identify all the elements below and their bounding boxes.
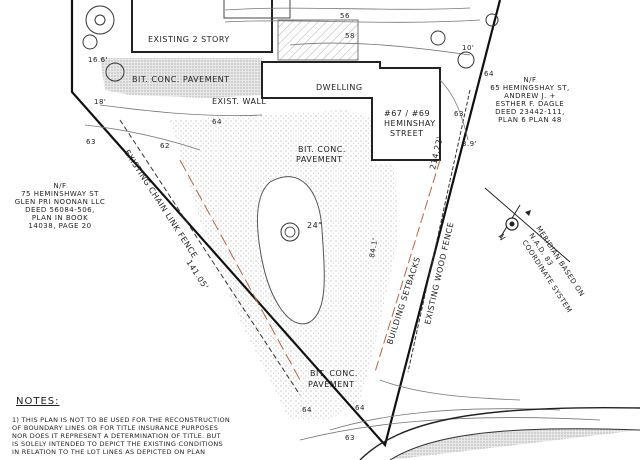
notes-line: IS SOLELY INTENDED TO DEPICT THE EXISTIN… xyxy=(12,440,223,448)
label-pavement-mid-1: BIT. CONC. xyxy=(298,145,346,154)
planting-island xyxy=(256,176,325,325)
abutter-east-line: 65 HEMINGSHAY ST, xyxy=(490,84,569,92)
contour-label: 64 xyxy=(484,70,494,78)
meridian-note: MERIDIAN BASED ON N.A.D. 83 COORDINATE S… xyxy=(520,225,586,315)
abutter-west-line: DEED 56084-506, xyxy=(25,206,95,214)
building-setback-line xyxy=(374,159,441,373)
label-east-offset: 3.9' xyxy=(462,140,477,148)
contour-label: 63 xyxy=(454,110,464,118)
label-address-3: STREET xyxy=(390,129,424,138)
label-offset-16-6: 16.6' xyxy=(88,56,108,64)
contour-label: 64 xyxy=(302,406,312,414)
label-pavement-bottom-2: PAVEMENT xyxy=(308,380,355,389)
abutter-west-block: N/F 75 HEMINSHWAY ST GLEN PRI NOONAN LLC… xyxy=(15,182,106,230)
contour-label: 64 xyxy=(355,404,365,412)
label-pavement-top: BIT. CONC. PAVEMENT xyxy=(132,75,230,84)
abutter-west-line: PLAN IN BOOK xyxy=(32,214,88,222)
contour-label: 62 xyxy=(160,142,170,150)
label-dwelling: DWELLING xyxy=(316,83,363,92)
abutter-east-line: ANDREW J. + xyxy=(504,92,556,100)
label-exist-wall: EXIST. WALL xyxy=(212,97,266,106)
abutter-west-line: GLEN PRI NOONAN LLC xyxy=(15,198,106,206)
label-offset-10: 10' xyxy=(462,44,474,52)
notes-line: IN RELATION TO THE LOT LINES AS DEPICTED… xyxy=(12,448,206,456)
contour-label: 56 xyxy=(340,12,350,20)
existing-building xyxy=(131,0,273,53)
contour-label: 58 xyxy=(345,32,355,40)
tree-24-icon xyxy=(280,222,300,242)
label-chain-link-length: 141.05' xyxy=(184,258,210,291)
label-pavement-mid-2: PAVEMENT xyxy=(296,155,343,164)
notes-line: NOR DOES IT REPRESENT A DETERMINATION OF… xyxy=(12,432,221,440)
tree-icons xyxy=(82,5,499,82)
notes-body: 1) THIS PLAN IS NOT TO BE USED FOR THE R… xyxy=(12,416,262,456)
notes-title: NOTES: xyxy=(16,396,60,407)
label-east-length: 214.22' xyxy=(428,136,444,171)
contour-label: 63 xyxy=(86,138,96,146)
label-pavement-bottom-1: BIT. CONC. xyxy=(310,369,358,378)
abutter-east-block: N/F 65 HEMINGSHAY ST, ANDREW J. + ESTHER… xyxy=(490,76,569,124)
chain-link-fence xyxy=(119,119,301,396)
label-tree-24: 24" xyxy=(307,221,322,230)
street-curve xyxy=(359,406,640,460)
abutter-west-line: N/F xyxy=(53,182,66,190)
meridian-marker xyxy=(484,187,571,263)
notes-line: OF BOUNDARY LINES OR FOR TITLE INSURANCE… xyxy=(12,424,219,432)
top-pavement xyxy=(100,58,262,98)
label-existing-2-story: EXISTING 2 STORY xyxy=(148,35,230,44)
abutter-west-line: 14038, PAGE 20 xyxy=(28,222,91,230)
label-offset-18: 18' xyxy=(94,98,106,106)
label-offset-84: 84.1' xyxy=(368,237,379,258)
label-address-1: #67 / #69 xyxy=(384,109,430,118)
notes-line: 1) THIS PLAN IS NOT TO BE USED FOR THE R… xyxy=(12,416,231,424)
abutter-east-line: PLAN 6 PLAN 48 xyxy=(498,116,562,124)
abutter-east-line: N/F xyxy=(523,76,536,84)
contour-lines xyxy=(84,7,601,441)
north-arrow-label: N xyxy=(496,232,507,242)
contour-label: 64 xyxy=(212,118,222,126)
abutter-east-line: ESTHER F. DAGLE xyxy=(496,100,564,108)
wood-fence xyxy=(407,89,471,373)
contour-label: 63 xyxy=(345,434,355,442)
label-address-2: HEMINSHAY xyxy=(384,119,436,128)
abutter-west-line: 75 HEMINSHWAY ST xyxy=(21,190,99,198)
abutter-east-line: DEED 23442-111, xyxy=(495,108,565,116)
property-boundary xyxy=(70,0,502,448)
